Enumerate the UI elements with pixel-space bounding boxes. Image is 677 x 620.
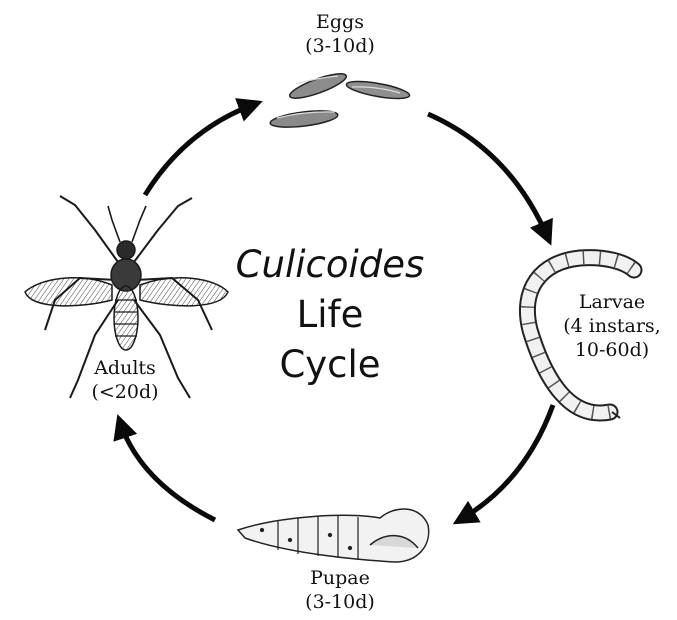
arrow-larvae-to-pupae: [460, 405, 553, 520]
diagram-title: Culicoides Life Cycle: [210, 240, 450, 390]
eggs-name: Eggs: [290, 10, 390, 34]
larvae-duration: 10-60d): [550, 338, 674, 362]
arrow-adults-to-eggs: [145, 104, 255, 195]
arrow-eggs-to-larvae: [428, 114, 548, 238]
eggs-duration: (3-10d): [290, 34, 390, 58]
pupa-illustration: [238, 509, 429, 562]
pupae-label: Pupae (3-10d): [285, 566, 395, 614]
title-line-life: Life: [210, 290, 450, 340]
title-line-cycle: Cycle: [210, 340, 450, 390]
larvae-label: Larvae (4 instars, 10-60d): [550, 290, 674, 362]
title-genus: Culicoides: [210, 240, 450, 290]
eggs-label: Eggs (3-10d): [290, 10, 390, 58]
adults-duration: (<20d): [70, 380, 180, 404]
pupae-name: Pupae: [285, 566, 395, 590]
pupae-duration: (3-10d): [285, 590, 395, 614]
eggs-illustration: [269, 69, 410, 130]
larvae-detail: (4 instars,: [550, 314, 674, 338]
adults-label: Adults (<20d): [70, 356, 180, 404]
larvae-name: Larvae: [550, 290, 674, 314]
adults-name: Adults: [70, 356, 180, 380]
arrow-pupae-to-adults: [120, 422, 215, 520]
